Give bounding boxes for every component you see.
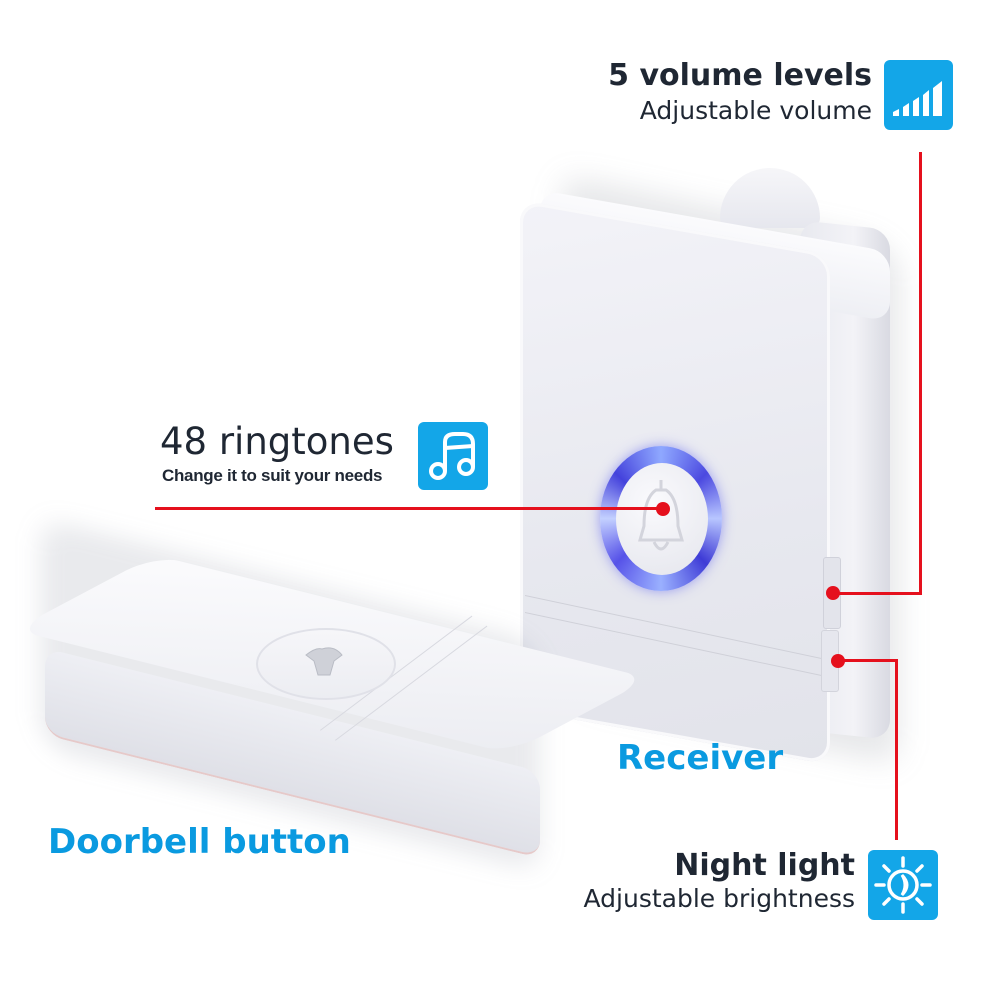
volume-bars-icon xyxy=(884,60,953,130)
volume-title: 5 volume levels xyxy=(608,58,872,93)
receiver-plug-bump xyxy=(720,168,820,228)
volume-callout-line-h xyxy=(833,592,922,595)
bell-icon xyxy=(305,647,343,676)
volume-callout-dot xyxy=(826,586,840,600)
volume-subtitle: Adjustable volume xyxy=(639,96,872,125)
doorbell-button-label: Doorbell button xyxy=(48,822,351,862)
nightlight-callout-line-v xyxy=(895,659,898,840)
music-note-icon xyxy=(418,422,488,490)
ringtones-callout-dot xyxy=(656,502,670,516)
nightlight-callout-dot xyxy=(831,654,845,668)
receiver-label: Receiver xyxy=(617,738,784,778)
volume-callout-line-v xyxy=(919,152,922,595)
nightlight-subtitle: Adjustable brightness xyxy=(583,884,856,913)
ringtones-callout-line xyxy=(155,507,663,510)
sun-moon-icon xyxy=(868,850,938,920)
bell-icon xyxy=(638,480,684,551)
nightlight-callout-line-h xyxy=(840,659,898,662)
ringtones-title: 48 ringtones xyxy=(160,420,394,463)
nightlight-title: Night light xyxy=(674,848,855,883)
ringtones-subtitle: Change it to suit your needs xyxy=(162,466,383,485)
